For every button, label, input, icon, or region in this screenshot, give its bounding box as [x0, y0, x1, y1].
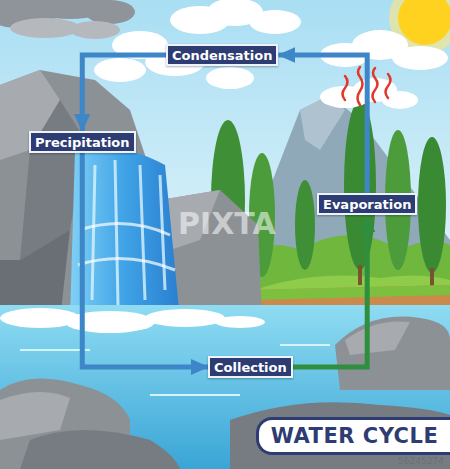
rocks: [0, 317, 450, 469]
stage-name: Condensation: [172, 48, 272, 63]
foam: [0, 308, 265, 333]
stage-name: Collection: [214, 360, 287, 375]
cycle-arrow: [82, 153, 208, 367]
watermark: PIXTA: [178, 206, 276, 241]
lake: [0, 305, 450, 469]
waterfall: [70, 147, 180, 320]
cycle-arrow: [293, 215, 367, 367]
cliff-rock: [0, 70, 262, 330]
stage-name: Precipitation: [35, 135, 130, 150]
cycle-arrow: [82, 55, 166, 131]
image-id: 56245274: [398, 456, 444, 466]
stage-box: Condensation: [166, 44, 278, 66]
stage-box: Precipitation: [29, 131, 136, 153]
stage-box: Evaporation: [317, 193, 417, 215]
stage-box: Collection: [208, 356, 293, 378]
diagram-title: WATER CYCLE: [256, 417, 450, 455]
cycle-arrow: [278, 55, 367, 193]
stage-name: Evaporation: [323, 197, 411, 212]
